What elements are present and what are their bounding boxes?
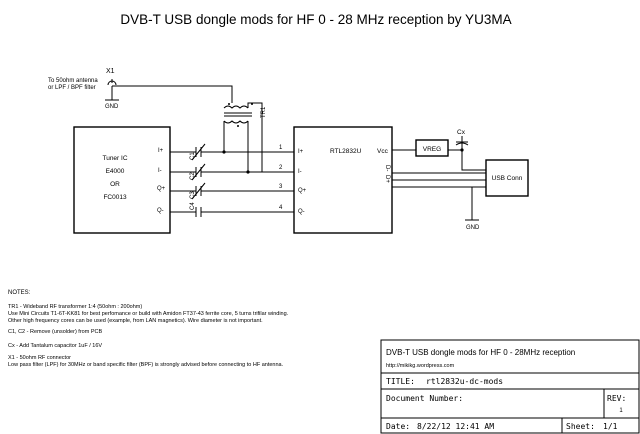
tuner-pin-i-plus: I+: [158, 148, 164, 154]
tr1-label: TR1: [261, 106, 267, 118]
note-x1-2: Low pass filter (LPF) for 30MHz or band …: [8, 362, 284, 368]
signal-lines: C1 C2 C3 C4 1 2 3 4: [170, 118, 294, 217]
rev-label: REV:: [607, 394, 626, 403]
vreg-label: VREG: [423, 146, 441, 153]
x1-label: X1: [106, 68, 115, 75]
note-x1-1: X1 - 50ohm RF connector: [8, 355, 71, 361]
cap-c3-label: C3: [190, 191, 196, 199]
title-block-url: http://mikikg.wordpress.com: [386, 363, 455, 369]
title-label: TITLE:: [386, 377, 415, 386]
rtl-vcc: Vcc: [377, 148, 389, 155]
note-tr1-3: Other high frequency cores can be used (…: [8, 318, 263, 324]
rtl-pin-dminus: D-: [384, 165, 390, 171]
document-number-label: Document Number:: [386, 394, 463, 403]
note-c1-c2: C1, C2 - Remove (unsolder) from PCB: [8, 329, 102, 335]
rtl-pin-q-plus: Q+: [298, 188, 307, 194]
pin-3-label: 3: [279, 184, 283, 190]
sheet-label: Sheet:: [566, 422, 595, 431]
rtl-name: RTL2832U: [330, 148, 362, 155]
notes: NOTES: TR1 - Wideband RF transformer 1:4…: [8, 290, 289, 368]
pin-4-label: 4: [279, 205, 283, 211]
rtl-pin-i-minus: I-: [298, 169, 302, 175]
pin-1-label: 1: [279, 145, 283, 151]
tuner-pin-i-minus: I-: [158, 168, 162, 174]
tuner-label-2: E4000: [106, 168, 125, 175]
cap-c4-label: C4: [190, 202, 196, 210]
cap-c1-label: C1: [190, 152, 196, 160]
page-title: DVB-T USB dongle mods for HF 0 - 28 MHz …: [120, 12, 511, 27]
antenna-connector: X1 To 50ohm antenna or LPF / BPF filter …: [48, 68, 233, 110]
tuner-pin-q-minus: Q-: [157, 208, 164, 214]
date-label: Date:: [386, 422, 410, 431]
note-tr1-2: Use Mini Circuits T1-6T-KK81 for best pe…: [8, 311, 289, 317]
gnd-label-usb: GND: [466, 225, 480, 231]
cx-label: Cx: [457, 129, 466, 136]
power-and-usb: VREG Cx USB Conn GND: [392, 129, 529, 231]
sheet-value: 1/1: [603, 422, 618, 431]
tuner-label-1: Tuner IC: [102, 155, 127, 162]
note-cx: Cx - Add Tantalum capacitor 1uF / 16V: [8, 343, 102, 349]
tuner-label-4: FC0013: [103, 194, 127, 201]
title-block-title: DVB-T USB dongle mods for HF 0 - 28MHz r…: [386, 348, 575, 357]
title-value: rtl2832u-dc-mods: [426, 377, 503, 386]
usb-conn-label: USB Conn: [492, 175, 523, 182]
notes-heading: NOTES:: [8, 290, 31, 296]
gnd-label-antenna: GND: [105, 104, 119, 110]
rtl-pin-i-plus: I+: [298, 149, 304, 155]
antenna-label-2: or LPF / BPF filter: [48, 85, 96, 91]
rtl2832u-ic: RTL2832U Vcc I+ I- Q+ Q- D+ D-: [293, 126, 393, 234]
cap-c2-label: C2: [190, 172, 196, 180]
antenna-label-1: To 50ohm antenna: [48, 78, 98, 84]
pin-2-label: 2: [279, 165, 283, 171]
tuner-pin-q-plus: Q+: [157, 186, 166, 192]
note-tr1-1: TR1 - Wideband RF transformer 1:4 (50ohm…: [8, 304, 142, 310]
rtl-pin-dplus: D+: [384, 175, 390, 183]
title-block: DVB-T USB dongle mods for HF 0 - 28MHz r…: [380, 339, 640, 434]
tuner-ic: Tuner IC E4000 OR FC0013 I+ I- Q+ Q-: [73, 126, 171, 234]
rev-value: 1: [619, 408, 623, 414]
transformer-tr1: TR1: [223, 102, 267, 130]
date-value: 8/22/12 12:41 AM: [417, 422, 494, 431]
rtl-pin-q-minus: Q-: [298, 209, 305, 215]
tuner-label-3: OR: [110, 181, 120, 188]
